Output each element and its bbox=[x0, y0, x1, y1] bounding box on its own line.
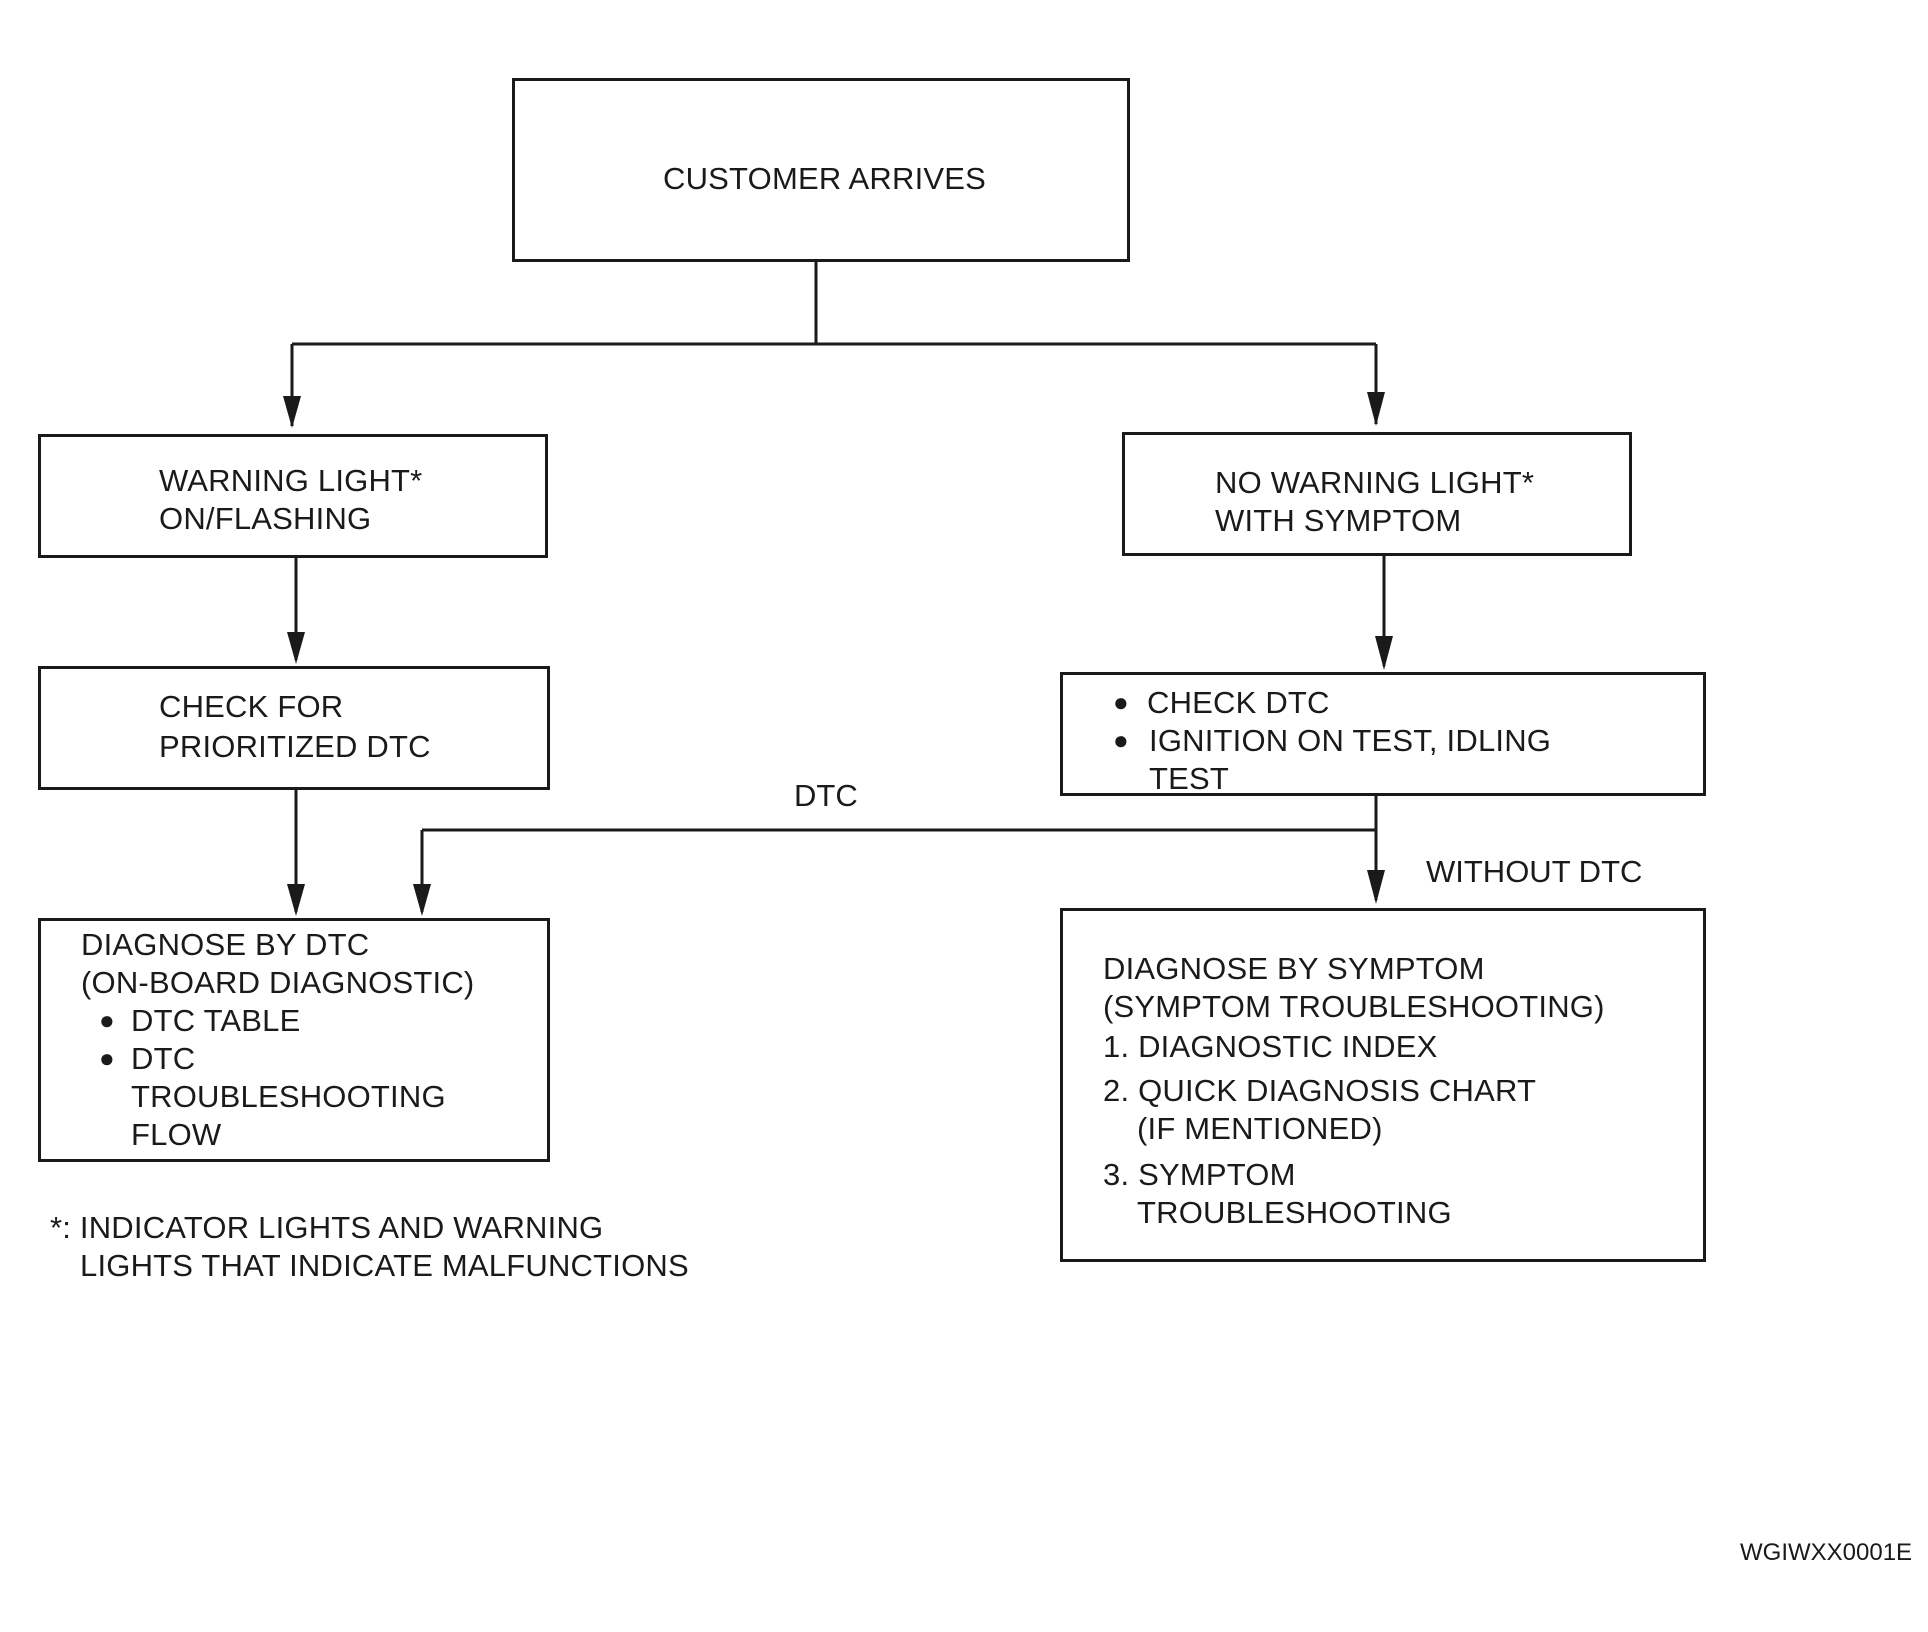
arrowhead-warning-light bbox=[283, 396, 301, 428]
diagnose-dtc-item2-line3: FLOW bbox=[131, 1117, 222, 1152]
start-box: CUSTOMER ARRIVES bbox=[512, 78, 1130, 262]
diagnose-dtc-item1: DTC TABLE bbox=[131, 1003, 301, 1038]
diagnose-dtc-bullet-2: ● bbox=[99, 1043, 115, 1073]
diagnose-dtc-item2-line2: TROUBLESHOOTING bbox=[131, 1079, 446, 1114]
edge-label-without-dtc: WITHOUT DTC bbox=[1426, 854, 1643, 889]
diagnose-symptom-line1: DIAGNOSE BY SYMPTOM bbox=[1103, 951, 1485, 986]
no-warning-light-box: NO WARNING LIGHT* WITH SYMPTOM bbox=[1122, 432, 1632, 556]
diagnose-symptom-line2: (SYMPTOM TROUBLESHOOTING) bbox=[1103, 989, 1605, 1024]
figure-code: WGIWXX0001E bbox=[1740, 1539, 1913, 1566]
diagnose-dtc-box: DIAGNOSE BY DTC (ON-BOARD DIAGNOSTIC) ● … bbox=[38, 918, 550, 1162]
diagnose-symptom-box: DIAGNOSE BY SYMPTOM (SYMPTOM TROUBLESHOO… bbox=[1060, 908, 1706, 1262]
diagnose-dtc-bullet-1: ● bbox=[99, 1005, 115, 1035]
arrowhead-check-prioritized bbox=[287, 632, 305, 664]
edge-label-dtc: DTC bbox=[794, 778, 858, 813]
start-label: CUSTOMER ARRIVES bbox=[663, 161, 987, 196]
warning-light-line2: ON/FLASHING bbox=[159, 501, 372, 536]
diagnose-dtc-line2: (ON-BOARD DIAGNOSTIC) bbox=[81, 965, 475, 1000]
diagnose-dtc-item2-line1: DTC bbox=[131, 1041, 196, 1076]
arrowhead-no-warning-light bbox=[1367, 392, 1385, 426]
diagnose-symptom-item3-sub: TROUBLESHOOTING bbox=[1137, 1195, 1452, 1230]
check-dtc-bullet-1: ● bbox=[1113, 687, 1129, 717]
check-dtc-item2-line2: TEST bbox=[1149, 761, 1230, 796]
diagnose-symptom-item1: 1. DIAGNOSTIC INDEX bbox=[1103, 1029, 1438, 1064]
footnote-line1: *: INDICATOR LIGHTS AND WARNING bbox=[50, 1210, 604, 1245]
check-prioritized-line2: PRIORITIZED DTC bbox=[159, 729, 431, 764]
check-prioritized-box: CHECK FOR PRIORITIZED DTC bbox=[38, 666, 550, 790]
arrowhead-diagnose-symptom bbox=[1367, 870, 1385, 904]
check-prioritized-line1: CHECK FOR bbox=[159, 689, 344, 724]
diagnose-symptom-item2: 2. QUICK DIAGNOSIS CHART bbox=[1103, 1073, 1537, 1108]
arrowhead-diagnose-dtc-main bbox=[287, 884, 305, 916]
check-dtc-item1: CHECK DTC bbox=[1147, 685, 1330, 720]
diagnose-dtc-line1: DIAGNOSE BY DTC bbox=[81, 927, 370, 962]
arrowhead-check-dtc bbox=[1375, 636, 1393, 670]
footnote-line2: LIGHTS THAT INDICATE MALFUNCTIONS bbox=[80, 1248, 689, 1283]
diagnose-symptom-item2-sub: (IF MENTIONED) bbox=[1137, 1111, 1383, 1146]
arrowhead-diagnose-dtc-side bbox=[413, 884, 431, 916]
check-dtc-bullet-2: ● bbox=[1113, 725, 1129, 755]
warning-light-box: WARNING LIGHT* ON/FLASHING bbox=[38, 434, 548, 558]
check-dtc-item2-line1: IGNITION ON TEST, IDLING bbox=[1149, 723, 1552, 758]
check-dtc-box: ● CHECK DTC ● IGNITION ON TEST, IDLING T… bbox=[1060, 672, 1706, 796]
diagnose-symptom-item3: 3. SYMPTOM bbox=[1103, 1157, 1296, 1192]
no-warning-light-line1: NO WARNING LIGHT* bbox=[1215, 465, 1535, 500]
no-warning-light-line2: WITH SYMPTOM bbox=[1215, 503, 1462, 538]
warning-light-line1: WARNING LIGHT* bbox=[159, 463, 423, 498]
